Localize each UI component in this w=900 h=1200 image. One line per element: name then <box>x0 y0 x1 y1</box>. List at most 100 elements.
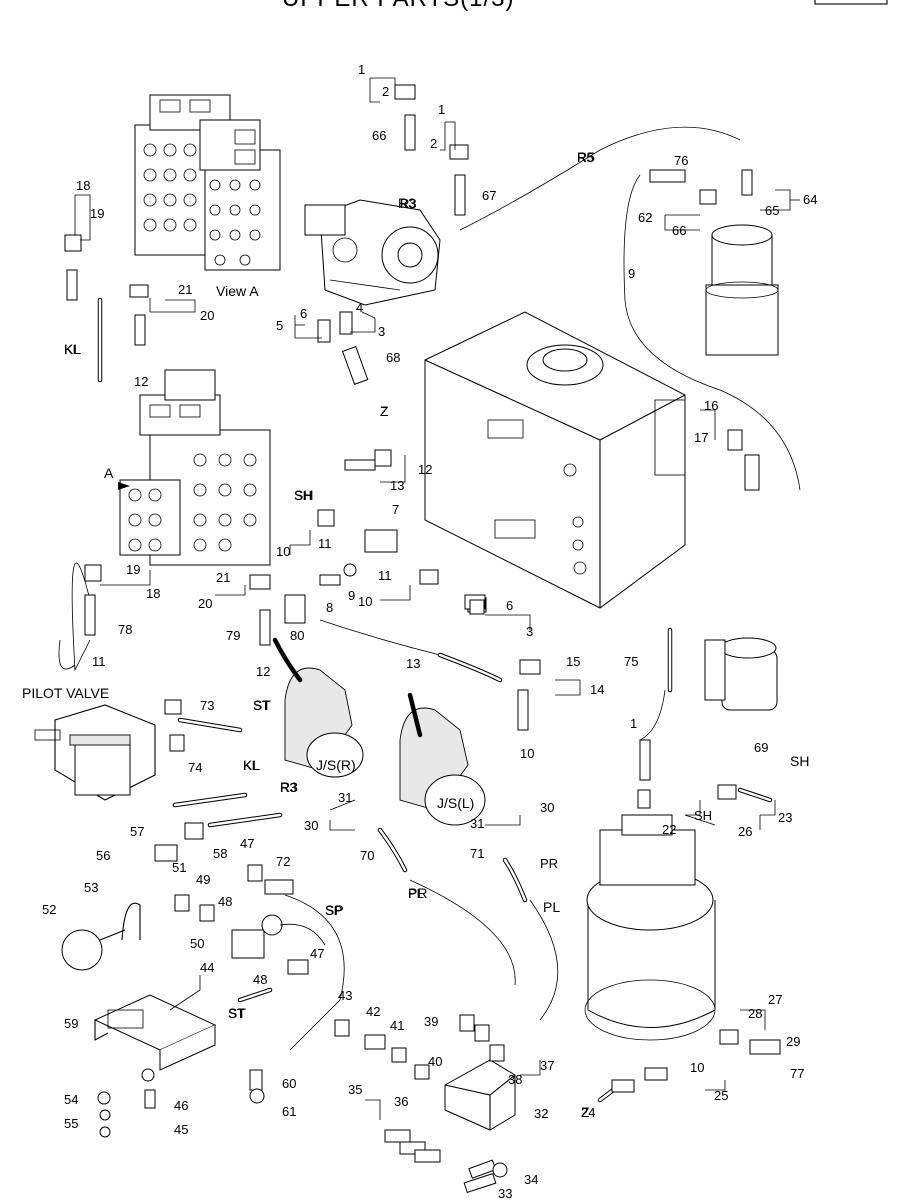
joystick-left-label: J/S(L) <box>437 795 474 811</box>
part-number-callout: 10 <box>358 594 372 609</box>
part-number-callout: 10 <box>520 746 534 761</box>
swing-motor <box>584 814 716 1041</box>
hose-code-z-2: Z <box>581 1104 590 1120</box>
part-number-callout: 72 <box>276 854 290 869</box>
part-number-callout: 22 <box>662 822 676 837</box>
part-number-callout: 46 <box>174 1098 188 1113</box>
control-valve-upper <box>134 94 281 271</box>
part-number-callout: 2 <box>382 84 389 99</box>
part-number-callout: 64 <box>803 192 817 207</box>
part-number-callout: ST <box>228 1006 245 1021</box>
part-number-callout: 1 <box>438 102 445 117</box>
part-number-callout: 24 <box>581 1105 595 1120</box>
part-number-callout: 77 <box>790 1066 804 1081</box>
manifold-block <box>444 1059 516 1131</box>
part-number-callout: PR <box>540 856 558 871</box>
part-number-callout: 18 <box>146 586 160 601</box>
part-number-callout: 11 <box>92 654 106 669</box>
part-number-callout: 37 <box>540 1058 554 1073</box>
part-number-callout: 16 <box>704 398 718 413</box>
part-number-callout: 28 <box>748 1006 762 1021</box>
part-number-callout: 41 <box>390 1018 404 1033</box>
part-number-callout: 26 <box>738 824 752 839</box>
part-number-callout: 56 <box>96 848 110 863</box>
part-number-callout: 40 <box>428 1054 442 1069</box>
part-number-callout: 21 <box>216 570 230 585</box>
part-number-callout: 67 <box>482 188 496 203</box>
part-number-callout: 53 <box>84 880 98 895</box>
part-number-callout: 25 <box>714 1088 728 1103</box>
hose-code-sp: SP <box>325 902 344 918</box>
hose-code-z: Z <box>380 403 389 419</box>
part-number-callout: 13 <box>390 478 404 493</box>
part-number-callout: 10 <box>690 1060 704 1075</box>
part-number-callout: 50 <box>190 936 204 951</box>
part-number-callout: 51 <box>172 860 186 875</box>
part-number-callout: 55 <box>64 1116 78 1131</box>
part-number-callout: SH <box>294 488 312 503</box>
hydraulic-tank <box>424 311 686 609</box>
part-number-callout: 19 <box>90 206 104 221</box>
part-number-callout: R5 <box>577 150 594 165</box>
part-number-callout: 36 <box>394 1094 408 1109</box>
part-number-callout: 30 <box>304 818 318 833</box>
joystick-left <box>399 692 486 826</box>
part-number-callout: 1 <box>358 62 365 77</box>
fittings <box>64 84 781 1194</box>
part-number-callout: 73 <box>200 698 214 713</box>
part-number-callout: 42 <box>366 1004 380 1019</box>
part-number-callout: 21 <box>178 282 192 297</box>
part-number-callout: 8 <box>326 600 333 615</box>
diagram-title: UPPER PARTS(1/3) <box>282 0 515 12</box>
hose-code-r5: R5 <box>577 149 595 165</box>
part-number-callout: KL <box>64 342 80 357</box>
mounting-bracket <box>93 994 217 1071</box>
part-number-callout: 29 <box>786 1034 800 1049</box>
part-number-callout: 38 <box>508 1072 522 1087</box>
part-number-callout: 11 <box>318 536 332 551</box>
part-number-callout: 12 <box>256 664 270 679</box>
part-number-callout: 35 <box>348 1082 362 1097</box>
part-number-callout: 7 <box>392 502 399 517</box>
part-number-callout: 39 <box>424 1014 438 1029</box>
part-number-callout: 49 <box>196 872 210 887</box>
control-valve-lower <box>118 369 271 566</box>
hydraulic-pump <box>304 199 441 306</box>
hose-code-r3: R3 <box>398 195 416 211</box>
part-number-callout: 58 <box>213 846 227 861</box>
hose-code-pr: PR <box>408 885 427 901</box>
part-number-callout: 75 <box>624 654 638 669</box>
part-number-callout: 2 <box>430 136 437 151</box>
part-number-callout: 45 <box>174 1122 188 1137</box>
part-number-callout: 4 <box>356 300 363 315</box>
part-number-callout: 79 <box>226 628 240 643</box>
part-number-callout: 61 <box>282 1104 296 1119</box>
part-number-callout: 32 <box>534 1106 548 1121</box>
part-number-callout: 48 <box>218 894 232 909</box>
joystick-right-label: J/S(R) <box>316 757 356 773</box>
line-filter <box>704 637 778 711</box>
part-number-callout: 54 <box>64 1092 78 1107</box>
part-number-callout: 57 <box>130 824 144 839</box>
hose-code-kl: KL <box>64 341 81 357</box>
page-number-box <box>814 0 888 5</box>
part-number-callout: 66 <box>672 223 686 238</box>
part-number-callout: R3 <box>280 780 297 795</box>
part-number-callout: 11 <box>378 568 392 583</box>
part-number-callout: 1 <box>630 716 637 731</box>
hose-code-sh-2: SH <box>790 753 809 769</box>
arrow-a-label: A <box>104 465 114 481</box>
part-number-callout: 69 <box>754 740 768 755</box>
part-number-callout: 59 <box>64 1016 78 1031</box>
part-number-callout: R3 <box>400 196 417 211</box>
part-number-callout: 3 <box>526 624 533 639</box>
part-number-callout: 52 <box>42 902 56 917</box>
view-a-label: View A <box>216 283 259 299</box>
part-number-callout: 65 <box>765 203 779 218</box>
part-number-callout: SH <box>694 808 712 823</box>
part-number-callout: 62 <box>638 210 652 225</box>
part-number-callout: 20 <box>198 596 212 611</box>
part-number-callout: 27 <box>768 992 782 1007</box>
part-number-callout: 18 <box>76 178 90 193</box>
